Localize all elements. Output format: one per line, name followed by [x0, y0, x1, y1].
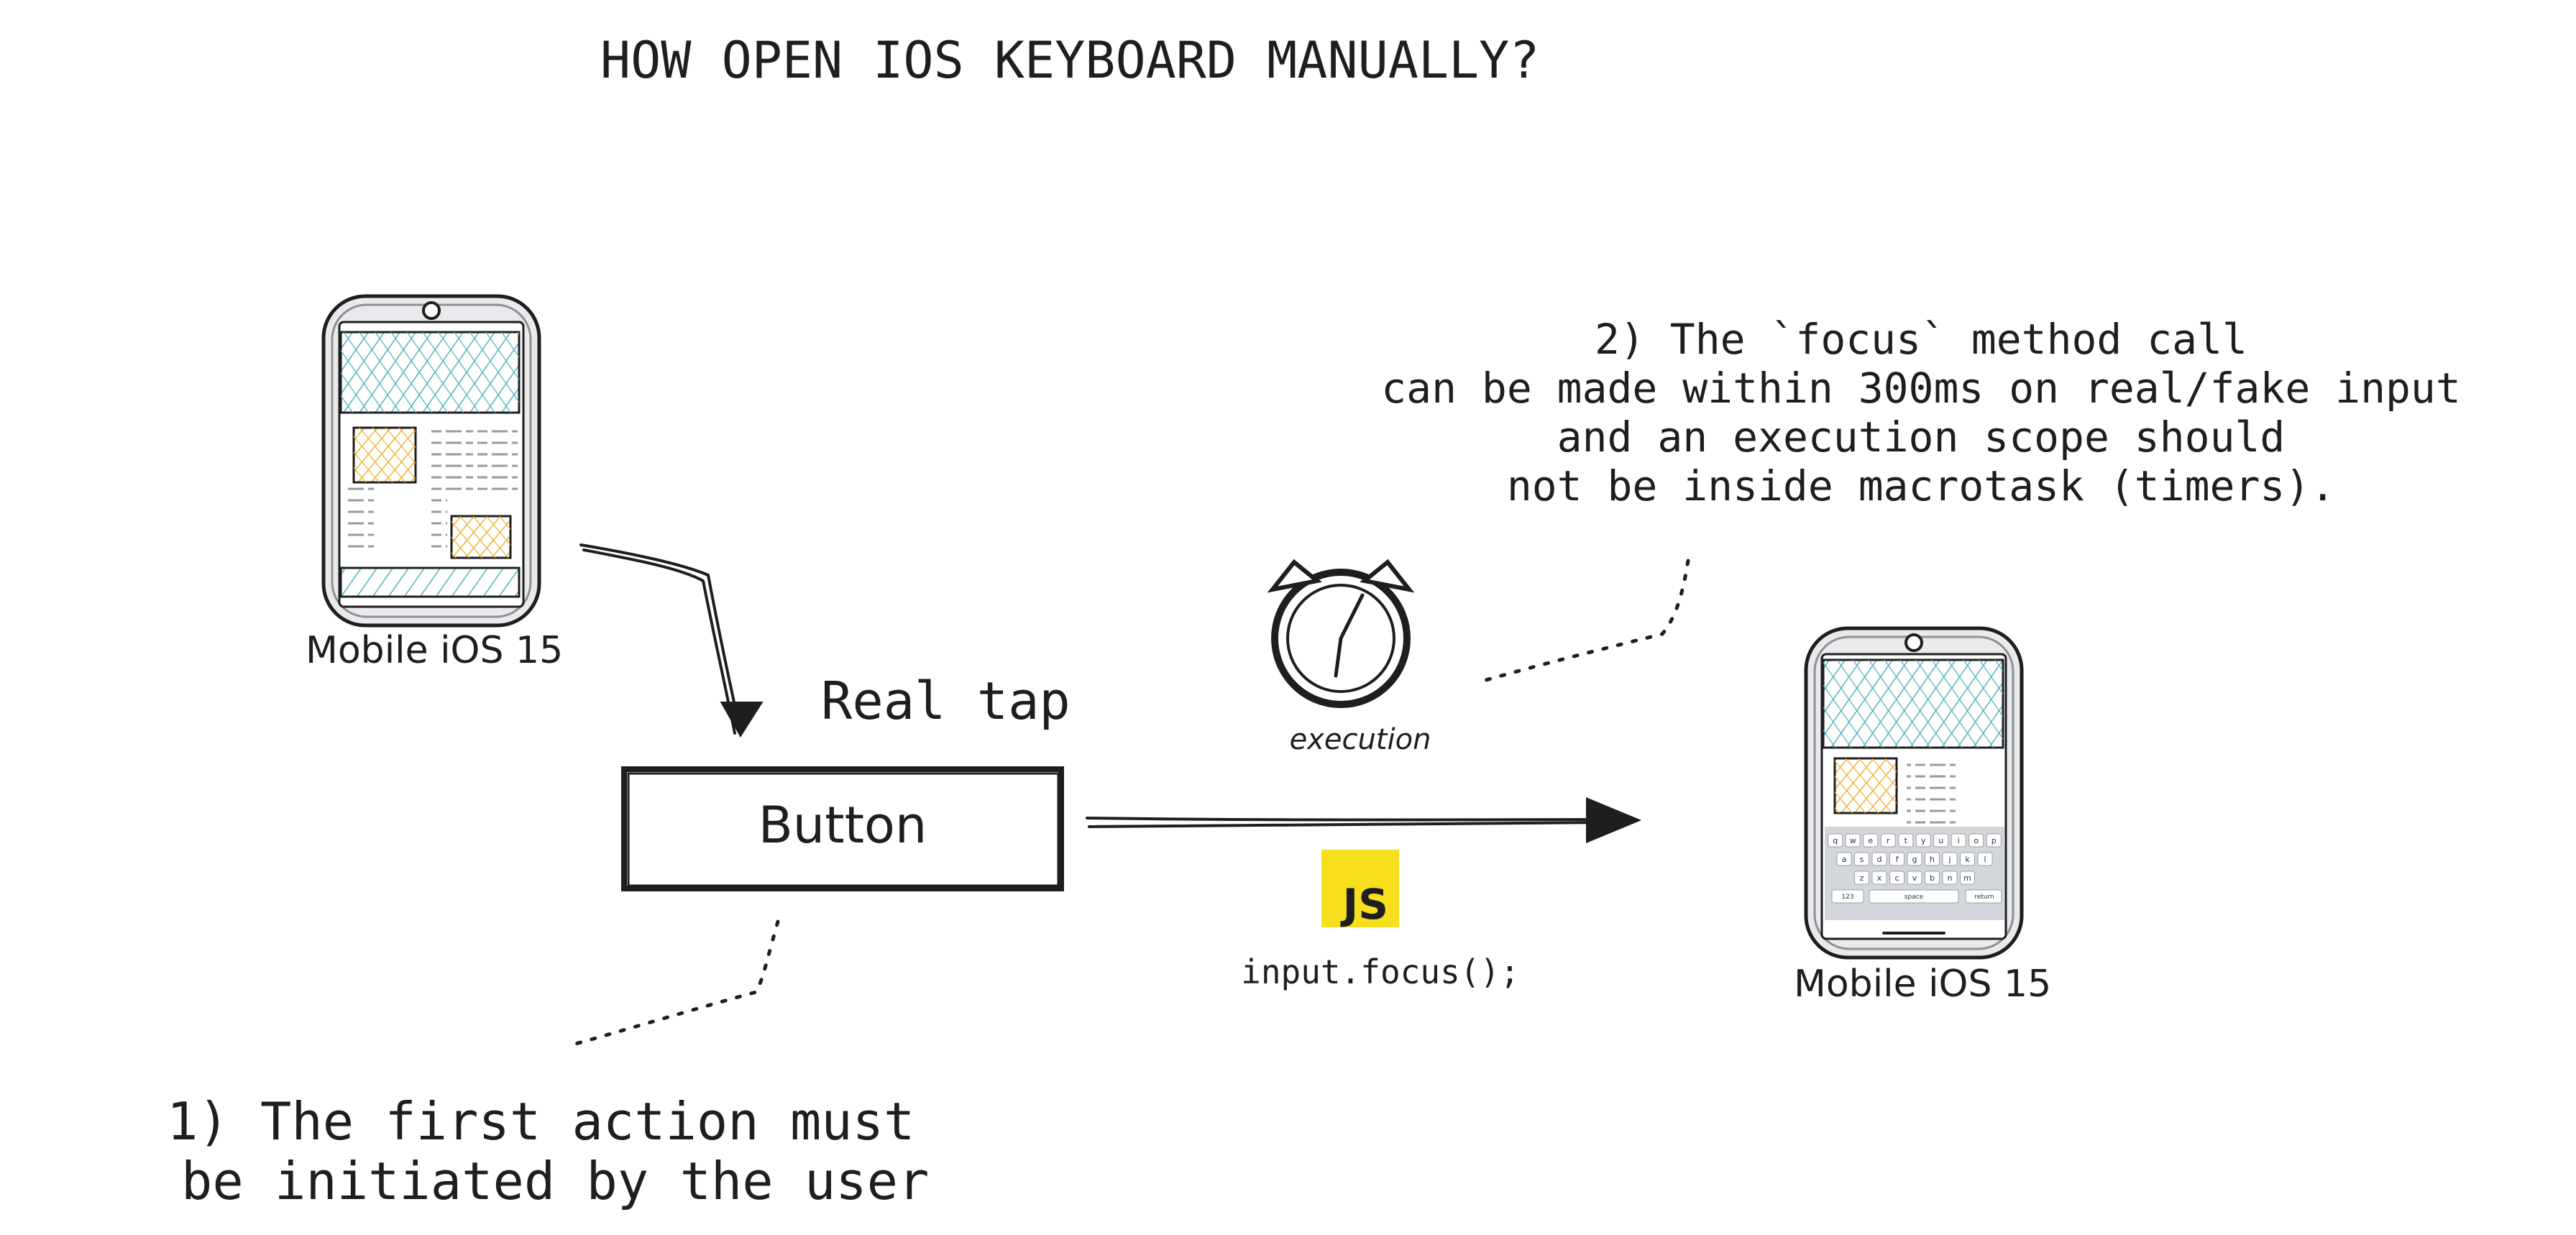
keyboard-key — [1889, 852, 1905, 866]
keyboard-key-label: i — [1958, 836, 1960, 845]
keyboard-key — [1863, 833, 1879, 848]
timer-label: execution — [1290, 723, 1431, 756]
keyboard-key-label: r — [1887, 836, 1890, 845]
keyboard-key — [1889, 871, 1905, 885]
keyboard-key-label: d — [1877, 855, 1882, 864]
keyboard-key — [1871, 852, 1887, 866]
keyboard-numbers-key: 123 — [1841, 894, 1853, 901]
keyboard-key-label: c — [1894, 873, 1899, 883]
keyboard-key-label: u — [1938, 836, 1943, 845]
keyboard-key — [1960, 871, 1975, 885]
keyboard-key-label: l — [1984, 855, 1986, 864]
keyboard-key-label: o — [1974, 836, 1979, 845]
keyboard-key — [1871, 871, 1887, 885]
tap-arrow — [579, 543, 764, 738]
code-snippet: input.focus(); — [1241, 952, 1520, 991]
page-title: HOW OPEN IOS KEYBOARD MANUALLY? — [600, 31, 1539, 90]
keyboard-key-label: y — [1921, 836, 1926, 845]
js-logo-icon — [1321, 850, 1399, 927]
keyboard-key — [1915, 833, 1931, 848]
keyboard-key — [1977, 852, 1993, 866]
note-2-line-1: 2) The `focus` method call — [1595, 315, 2247, 364]
keyboard-key-label: s — [1860, 855, 1864, 864]
keyboard-key-label: e — [1868, 836, 1873, 845]
note-2-line-2: can be made within 300ms on real/fake in… — [1381, 364, 2461, 413]
keyboard-key — [1831, 889, 1864, 904]
real-tap-label: Real tap — [821, 671, 1071, 731]
keyboard-key-label: w — [1850, 836, 1856, 845]
keyboard-key — [1965, 889, 2002, 904]
keyboard-key-label: t — [1905, 836, 1908, 845]
keyboard-key — [1869, 889, 1959, 904]
keyboard-key — [1951, 833, 1966, 848]
keyboard-key — [1828, 833, 1843, 848]
keyboard-key — [1907, 852, 1922, 866]
left-phone-illustration — [321, 294, 541, 628]
keyboard-key — [1898, 833, 1914, 848]
keyboard-key — [1854, 871, 1869, 885]
keyboard-key-label: j — [1948, 855, 1951, 864]
note-2-line-3: and an execution scope should — [1557, 413, 2286, 462]
keyboard-key — [1925, 871, 1940, 885]
note-1-line-2: be initiated by the user — [181, 1151, 929, 1211]
note-2-leader — [1479, 559, 1690, 684]
stopwatch-icon — [1267, 559, 1415, 708]
button-illustration — [621, 766, 1064, 891]
keyboard-key — [1907, 871, 1922, 885]
button-label: Button — [758, 796, 927, 855]
keyboard-key — [1960, 852, 1975, 866]
keyboard-key-label: a — [1842, 855, 1847, 864]
keyboard-key-label: v — [1912, 873, 1917, 883]
keyboard-key-label: b — [1930, 873, 1935, 883]
execution-arrow — [1086, 797, 1642, 843]
keyboard-key — [1836, 852, 1852, 866]
keyboard-key-label: p — [1991, 836, 1997, 845]
keyboard-key-label: h — [1930, 855, 1935, 864]
keyboard-key — [1880, 833, 1896, 848]
keyboard-key — [1942, 871, 1958, 885]
right-phone-label: Mobile iOS 15 — [1794, 963, 2051, 1006]
keyboard-key — [1933, 833, 1949, 848]
keyboard-key — [1968, 833, 1984, 848]
keyboard-return-key: return — [1974, 894, 1994, 901]
keyboard-key-label: f — [1896, 855, 1899, 864]
keyboard-key — [1845, 833, 1861, 848]
keyboard-key-label: z — [1860, 873, 1864, 883]
keyboard-key — [1942, 852, 1958, 866]
left-phone-label: Mobile iOS 15 — [306, 629, 563, 672]
keyboard-key — [1854, 852, 1869, 866]
js-logo-text: JS — [1340, 880, 1388, 929]
keyboard-key-label: k — [1965, 855, 1970, 864]
keyboard-space-key: space — [1905, 894, 1924, 901]
keyboard-key-label: m — [1963, 873, 1971, 883]
keyboard-key-label: n — [1948, 873, 1953, 883]
note-2-line-4: not be inside macrotask (timers). — [1507, 462, 2335, 510]
keyboard-key-label: q — [1833, 836, 1838, 845]
note-1-leader — [566, 919, 780, 1048]
keyboard-key — [1925, 852, 1940, 866]
keyboard-key-label: x — [1877, 873, 1882, 883]
keyboard-key — [1986, 833, 2002, 848]
note-1-line-1: 1) The first action must — [167, 1091, 915, 1152]
keyboard-key-label: g — [1912, 855, 1917, 864]
